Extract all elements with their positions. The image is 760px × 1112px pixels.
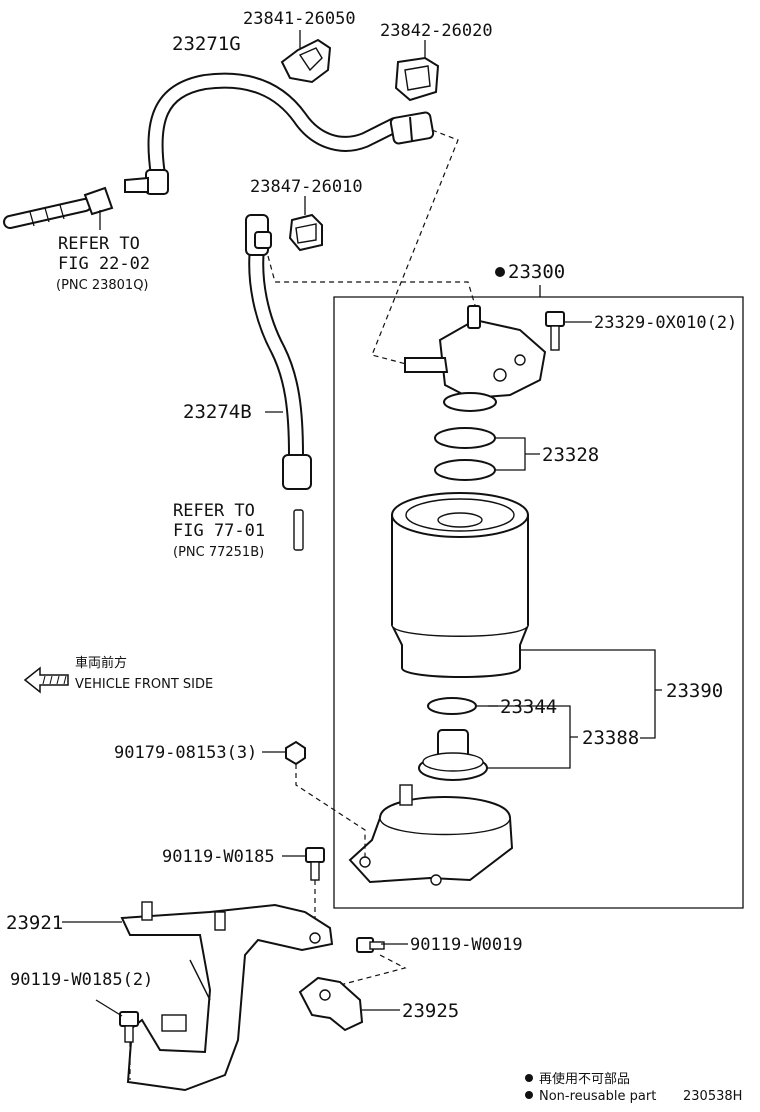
label-23328: 23328 (542, 444, 599, 466)
fuel-hose-23271g (124, 72, 435, 195)
label-23344: 23344 (500, 696, 557, 718)
front-side-jp: 車両前方 (75, 655, 127, 671)
filled-dot-icon (525, 1074, 533, 1082)
legend-jp: 再使用不可部品 (539, 1071, 630, 1087)
bolt-90119-w0019 (356, 937, 385, 953)
pipe-stub-77-01 (293, 509, 304, 551)
label-90119-w0185-2: 90119-W0185(2) (10, 970, 153, 990)
legend-en: Non-reusable part (539, 1089, 656, 1104)
label-23390: 23390 (666, 680, 723, 702)
bolt-90119-w0185-2 (119, 1011, 139, 1043)
o-ring-upper (434, 427, 496, 449)
filter-cartridge-23390 (391, 492, 529, 678)
refer1-line2: FIG 22-02 (58, 254, 150, 274)
label-23847: 23847-26010 (250, 177, 363, 197)
label-23842: 23842-26020 (380, 21, 493, 41)
clip-23925 (298, 976, 364, 1032)
front-side-en: VEHICLE FRONT SIDE (75, 677, 213, 692)
refer1-line3: (PNC 23801Q) (56, 278, 149, 293)
clamp-23841 (280, 38, 332, 84)
nut-90179 (285, 740, 306, 766)
fuel-pipe-stub (3, 186, 114, 230)
refer2-line3: (PNC 77251B) (173, 545, 264, 560)
o-ring-lower (434, 459, 496, 481)
arrow-left-hatched-icon (23, 666, 69, 694)
label-23271g: 23271G (172, 33, 241, 55)
refer2-line1: REFER TO (173, 501, 255, 521)
refer2-line2: FIG 77-01 (173, 521, 265, 541)
label-23921: 23921 (6, 912, 63, 934)
label-90119-w0185: 90119-W0185 (162, 847, 275, 867)
bolt-90119-w0185 (305, 847, 325, 881)
drain-plug-23388 (418, 729, 488, 781)
label-90119-w0019: 90119-W0019 (410, 935, 523, 955)
clamp-23847 (288, 213, 323, 252)
label-23925: 23925 (402, 1000, 459, 1022)
label-23388: 23388 (582, 727, 639, 749)
bolt-23329 (545, 311, 565, 351)
label-23841: 23841-26050 (243, 9, 356, 29)
filter-head (404, 305, 547, 412)
filter-bracket-clamp (348, 784, 514, 886)
refer1-line1: REFER TO (58, 234, 140, 254)
assembly-box-23300 (333, 285, 744, 909)
clamp-23842 (394, 56, 440, 102)
non-reusable-dot-23300 (495, 267, 505, 277)
label-23300: 23300 (508, 261, 565, 283)
figure-id: 230538H (683, 1089, 742, 1104)
fuel-hose-23274b (245, 214, 312, 490)
connection-line-upper (371, 129, 459, 366)
label-23274b: 23274B (183, 401, 252, 423)
label-90179: 90179-08153(3) (114, 743, 257, 763)
filled-dot-icon-2 (525, 1091, 533, 1099)
connection-line-hose (267, 255, 479, 316)
gasket-23344 (427, 697, 477, 715)
label-23329: 23329-0X010(2) (594, 313, 737, 333)
bracket-23921 (120, 901, 334, 1092)
